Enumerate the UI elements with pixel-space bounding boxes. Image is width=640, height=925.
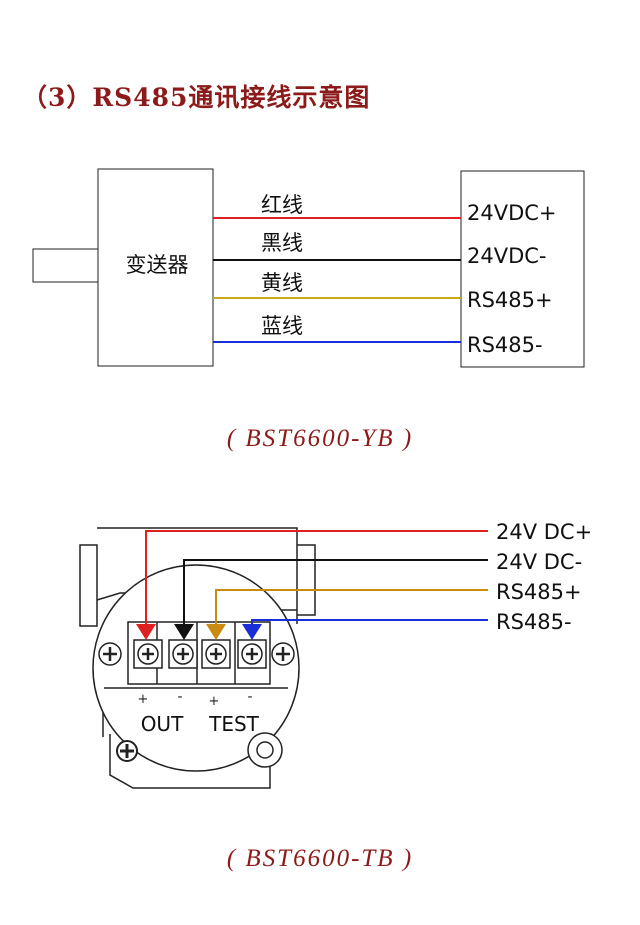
wire-rs485-plus — [215, 589, 488, 624]
polarity-3: + — [209, 694, 220, 709]
bottom-lug — [247, 732, 283, 768]
polarity-2: - — [177, 689, 182, 705]
arrow-red-icon — [136, 624, 156, 640]
terminal-screw-1 — [133, 639, 163, 669]
wire-24v-dc-plus — [145, 530, 488, 624]
terminal-screw-2 — [168, 639, 198, 669]
mount-screw-right — [271, 642, 295, 666]
arrow-yellow-icon — [206, 624, 226, 640]
tb-terminal-24v-dc-minus: 24V DC- — [496, 550, 582, 574]
mount-screw-left — [98, 642, 122, 666]
section-title: （3）RS485通讯接线示意图 — [22, 83, 371, 112]
terminal-rs485-plus: RS485+ — [467, 288, 553, 312]
power-terminal-box — [460, 170, 585, 368]
wire-label-black: 黑线 — [261, 231, 303, 255]
out-label: OUT — [141, 712, 184, 736]
terminal-screw-3 — [201, 639, 231, 669]
tb-terminal-24v-dc-plus: 24V DC+ — [496, 520, 592, 544]
diagram-yb: 变送器 红线 黑线 黄线 蓝线 24VDC+ 24VDC- RS485+ RS4… — [32, 168, 585, 368]
terminal-rs485-minus: RS485- — [467, 333, 543, 357]
arrow-black-icon — [174, 624, 194, 640]
diagram-tb: + - + - OUT TEST 24V DC+ 24V DC- RS48 — [79, 520, 592, 789]
caption-bst6600-yb: ( BST6600-YB ) — [226, 425, 414, 452]
polarity-4: - — [247, 689, 252, 705]
transmitter-label: 变送器 — [126, 253, 189, 277]
polarity-1: + — [138, 692, 149, 707]
arrow-blue-icon — [242, 624, 262, 640]
test-label: TEST — [208, 712, 260, 736]
wire-label-red: 红线 — [261, 193, 303, 217]
tb-terminal-rs485-minus: RS485- — [496, 610, 572, 634]
terminal-24vdc-minus: 24VDC- — [467, 244, 547, 268]
caption-bst6600-tb: ( BST6600-TB ) — [226, 845, 414, 872]
wire-label-yellow: 黄线 — [261, 271, 303, 295]
transmitter-probe — [32, 248, 99, 283]
wire-24v-dc-minus — [183, 559, 488, 624]
terminal-24vdc-plus: 24VDC+ — [467, 201, 557, 225]
wire-rs485-minus — [251, 619, 488, 624]
ground-screw-icon — [116, 740, 138, 762]
transmitter-box — [97, 168, 214, 367]
wire-label-blue: 蓝线 — [261, 314, 303, 338]
tb-terminal-rs485-plus: RS485+ — [496, 580, 582, 604]
terminal-screw-4 — [237, 639, 267, 669]
